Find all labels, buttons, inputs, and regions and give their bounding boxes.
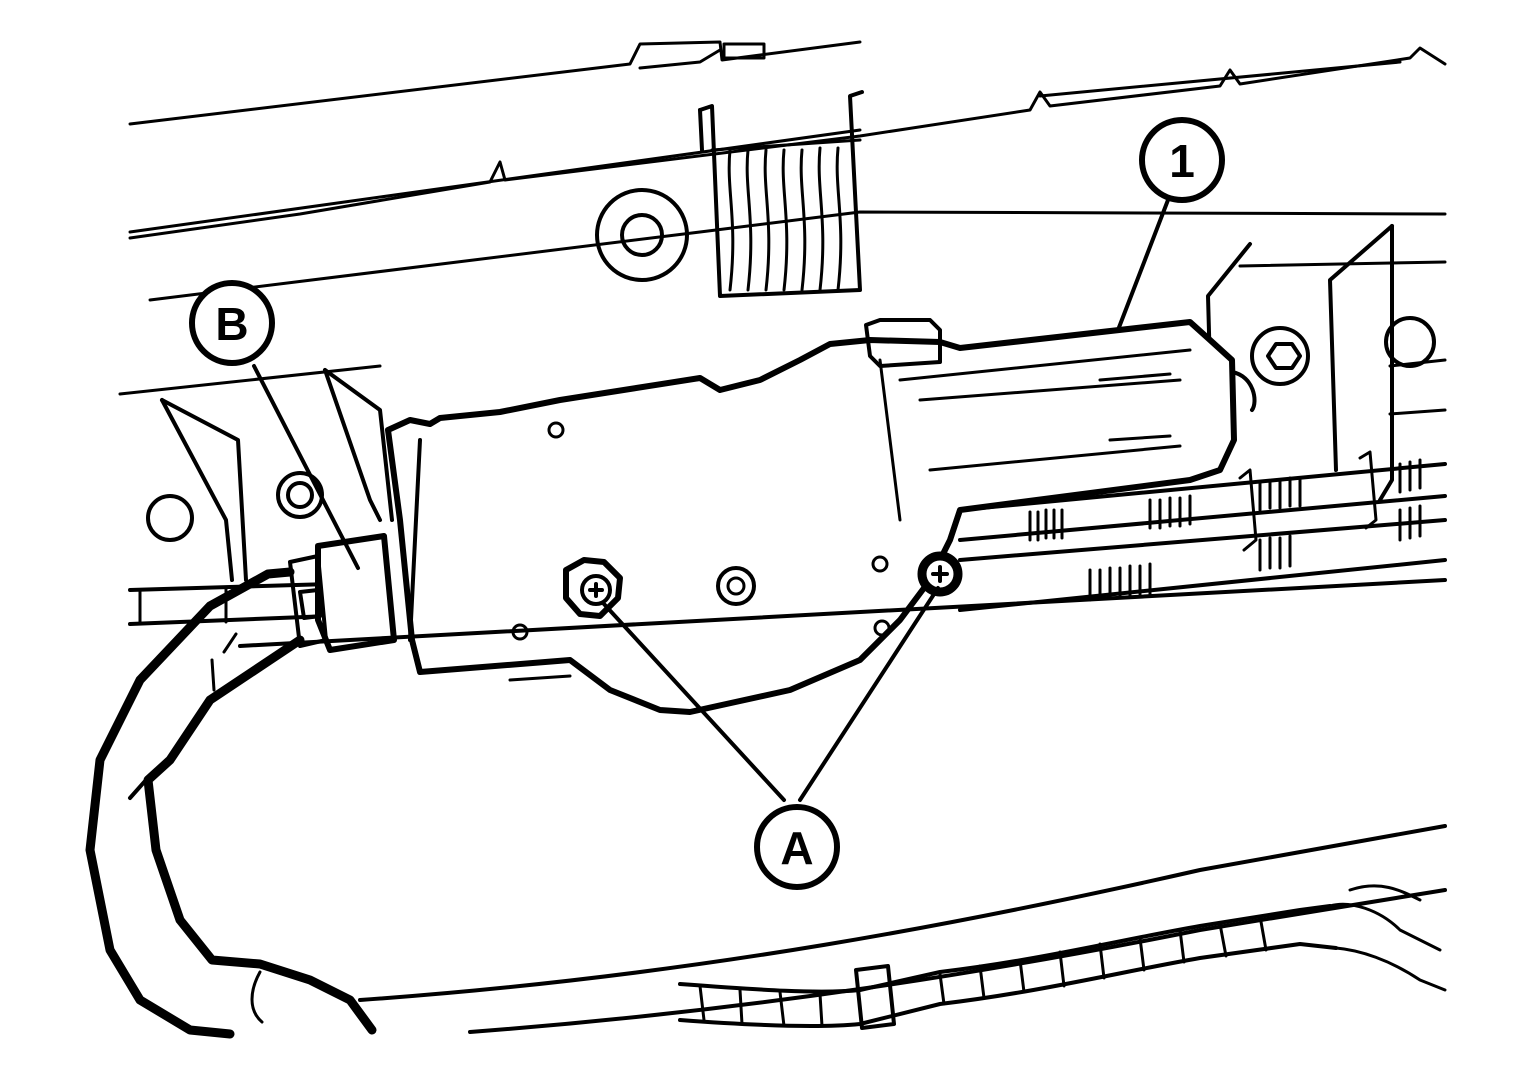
- wire-harness-left: [85, 567, 377, 1039]
- callout-b-label: B: [215, 298, 248, 350]
- callout-1: 1: [1139, 117, 1225, 203]
- bolt-a-right[interactable]: [917, 551, 963, 597]
- connector-b[interactable]: [288, 533, 397, 653]
- callout-1-label: 1: [1169, 135, 1195, 187]
- leader-lines: [252, 198, 1170, 802]
- cowl-panel: [118, 40, 1447, 416]
- callout-a: A: [754, 804, 840, 890]
- bolt-a-left[interactable]: [563, 557, 623, 619]
- grommet-upper: [595, 188, 689, 282]
- wire-harness-bottom: [678, 884, 1447, 1030]
- motor-bracket: [385, 318, 1257, 715]
- ribbed-bracket: [698, 90, 864, 298]
- callout-a-label: A: [780, 822, 813, 874]
- callout-b: B: [189, 280, 275, 366]
